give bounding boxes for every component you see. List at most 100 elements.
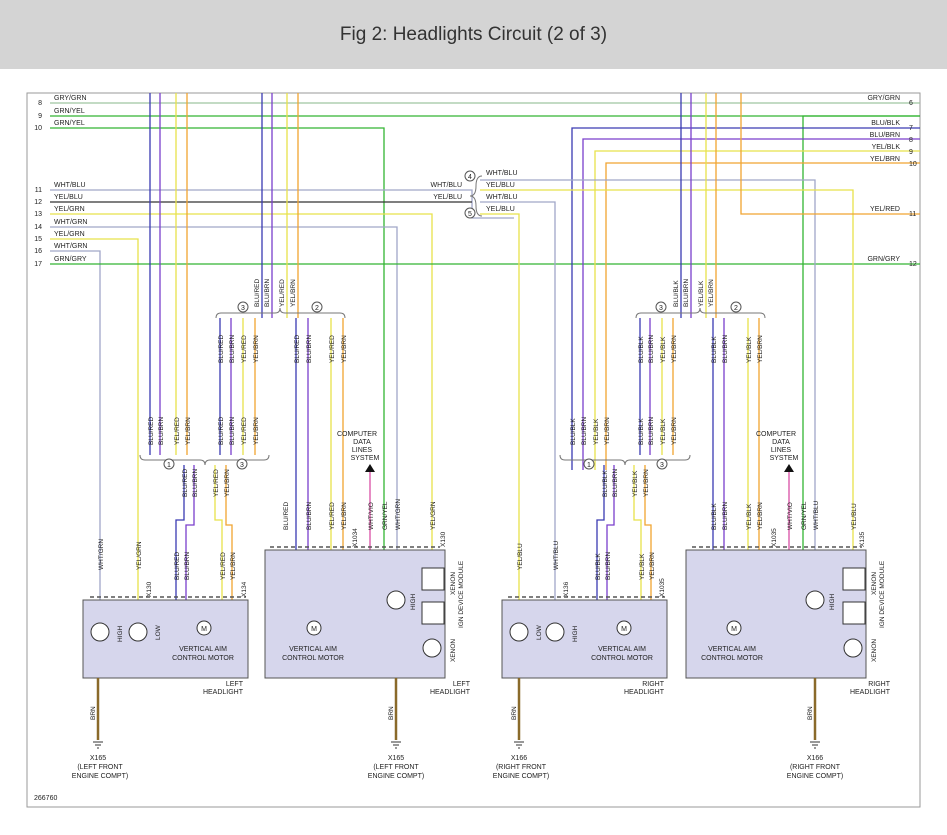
wire-label: BLU/RED [294, 335, 301, 363]
lamp-icons [90, 590, 863, 658]
left-pin-14: 14 [34, 224, 42, 231]
left-low-lamp-icon [128, 622, 148, 642]
wire-label: BLU/RED [218, 335, 225, 363]
connector-label: X136 [563, 581, 570, 597]
right-pin-10: 10 [909, 161, 917, 168]
left-pin-10: 10 [34, 125, 42, 132]
wire-label: YEL/RED [220, 552, 227, 580]
wire-label: YEL/BLU [486, 206, 515, 213]
wire-label: BLU/BRN [264, 279, 271, 307]
lamp-label: HIGH [829, 593, 836, 610]
right-high-lamp-2-icon [805, 590, 825, 610]
left-pin-8: 8 [38, 100, 42, 107]
wire-label: BLU/BRN [192, 469, 199, 497]
ground-label: ENGINE COMPT) [493, 773, 549, 780]
wire-label: GRN/YEL [54, 108, 85, 115]
ign-label: IGN DEVICE MODULE [458, 560, 465, 628]
left-pin-11: 11 [35, 187, 42, 194]
bubble-number: 2 [315, 305, 319, 312]
module-label: VERTICAL AIM [179, 646, 227, 653]
right-high-lamp-icon [545, 622, 565, 642]
vertical-labels: BLU/RED BLU/BRN YEL/RED YEL/BRN BLU/RED … [90, 279, 886, 720]
wire-label: WHT/GRN [98, 539, 105, 570]
wire-label: WHT/VIO [787, 502, 794, 530]
wire-label: YEL/BLU [517, 543, 524, 570]
wire-label: BLU/RED [148, 417, 155, 445]
lamp-label: LOW [536, 624, 543, 640]
connector-label: X135 [859, 531, 866, 547]
connector-label: X1035 [771, 528, 778, 547]
module-label: RIGHT [642, 681, 665, 688]
left-motor-2-icon [306, 620, 322, 636]
wire-label: YEL/BRN [341, 335, 348, 363]
diagram-text: 8 9 10 11 12 13 14 15 16 17 6 7 8 9 10 1… [34, 95, 917, 802]
wire-label: YEL/BLK [698, 280, 705, 307]
wire-label: WHT/VIO [368, 502, 375, 530]
wire-label: GRN/YEL [54, 120, 85, 127]
wire-label: YEL/BRN [757, 502, 764, 530]
wire-label: WHT/GRN [54, 243, 87, 250]
bundle-braces [139, 175, 766, 466]
wire-label: BLU/BRN [184, 552, 191, 580]
wire-label: BLU/RED [254, 279, 261, 307]
ground-label: ENGINE COMPT) [368, 773, 424, 780]
wire-label: BLU/BLK [711, 336, 718, 363]
wire-label: BLU/RED [182, 469, 189, 497]
connector-label: X130 [146, 581, 153, 597]
wire-label: YEL/BRN [671, 417, 678, 445]
wire-label: YEL/GRN [54, 206, 85, 213]
lamp-label: HIGH [410, 593, 417, 610]
wire-label: YEL/BRN [708, 279, 715, 307]
wire-label: YEL/BRN [341, 502, 348, 530]
module-label: LEFT [226, 681, 244, 688]
lamp-label: HIGH [572, 625, 579, 642]
wire-label: YEL/BRN [224, 469, 231, 497]
cds-label: COMPUTER [337, 431, 377, 438]
module-label: VERTICAL AIM [289, 646, 337, 653]
lamp-label: HIGH [117, 625, 124, 642]
right-harness [480, 93, 920, 600]
left-motor-icon [196, 620, 212, 636]
bubble-number: 2 [734, 305, 738, 312]
left-pin-16: 16 [34, 248, 42, 255]
wire-label: BLU/RED [283, 502, 290, 530]
wire-label: BLU/RED [174, 552, 181, 580]
bubble-number: 3 [241, 305, 245, 312]
wire-label: BLU/BRN [648, 417, 655, 445]
connector-label: X134 [241, 581, 248, 597]
wire-label: GRN/GRY [867, 256, 900, 263]
wire-label: WHT/BLU [54, 182, 86, 189]
right-pin-11: 11 [909, 211, 916, 218]
ground-label: (RIGHT FRONT [790, 764, 841, 771]
lamp-label: LOW [155, 624, 162, 640]
right-motor-2-icon [726, 620, 742, 636]
bubble-number: 5 [468, 211, 472, 218]
wire-label: GRY/GRN [54, 95, 87, 102]
ground-label: ENGINE COMPT) [72, 773, 128, 780]
left-pin-17: 17 [34, 261, 42, 268]
wire-label: GRN/GRY [54, 256, 87, 263]
wire-label: GRN/YEL [801, 501, 808, 530]
wire-label: GRY/GRN [867, 95, 900, 102]
right-bundle-verticals [596, 93, 790, 600]
wire-label: YEL/BLK [660, 336, 667, 363]
ground-label: X166 [511, 755, 527, 762]
module-label: HEADLIGHT [203, 689, 244, 696]
wire-label: BLU/BRN [683, 279, 690, 307]
module-label: HEADLIGHT [850, 689, 891, 696]
wire-label: WHT/BLU [553, 540, 560, 570]
module-label: CONTROL MOTOR [282, 655, 344, 662]
left-bundle-verticals [149, 93, 371, 640]
bubble-number: 1 [587, 462, 591, 469]
ground-label: X165 [90, 755, 106, 762]
ign-label: IGN DEVICE MODULE [879, 560, 886, 628]
wire-label: WHT/BLU [486, 194, 518, 201]
wire-label: YEL/RED [241, 335, 248, 363]
ground-label: X165 [388, 755, 404, 762]
wire-label: YEL/BRN [230, 552, 237, 580]
wire-label: BLU/BLK [595, 553, 602, 580]
right-motor-icon [616, 620, 632, 636]
wire-label: YEL/GRN [430, 501, 437, 530]
wire-label: YEL/BRN [643, 469, 650, 497]
wire-label: YEL/RED [279, 279, 286, 307]
